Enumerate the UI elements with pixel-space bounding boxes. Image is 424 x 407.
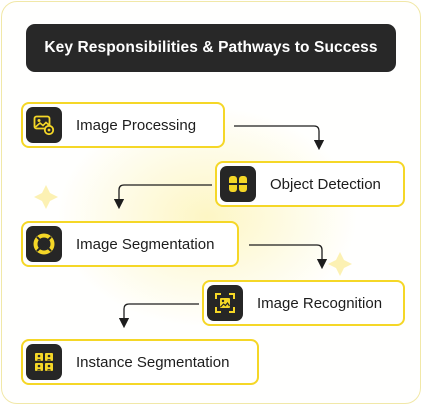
step-label: Image Recognition	[257, 294, 383, 312]
instance-segmentation-icon	[26, 344, 62, 380]
step-label: Image Processing	[76, 116, 197, 134]
arrow-3	[249, 244, 328, 270]
step-image-recognition: Image Recognition	[202, 280, 405, 326]
sparkles-decoration	[34, 185, 352, 276]
image-segmentation-icon	[26, 226, 62, 262]
arrow-1	[234, 125, 325, 151]
image-processing-icon	[26, 107, 62, 143]
diagram-title: Key Responsibilities & Pathways to Succe…	[26, 24, 396, 72]
step-image-processing: Image Processing	[21, 102, 225, 148]
object-detection-icon	[220, 166, 256, 202]
image-recognition-icon	[207, 285, 243, 321]
step-instance-segmentation: Instance Segmentation	[21, 339, 259, 385]
step-label: Instance Segmentation	[76, 353, 230, 371]
step-image-segmentation: Image Segmentation	[21, 221, 239, 267]
step-label: Object Detection	[270, 175, 381, 193]
arrow-4	[118, 303, 199, 329]
step-label: Image Segmentation	[76, 235, 215, 253]
step-object-detection: Object Detection	[215, 161, 405, 207]
connector-arrows	[113, 125, 328, 329]
arrow-2	[113, 184, 212, 210]
